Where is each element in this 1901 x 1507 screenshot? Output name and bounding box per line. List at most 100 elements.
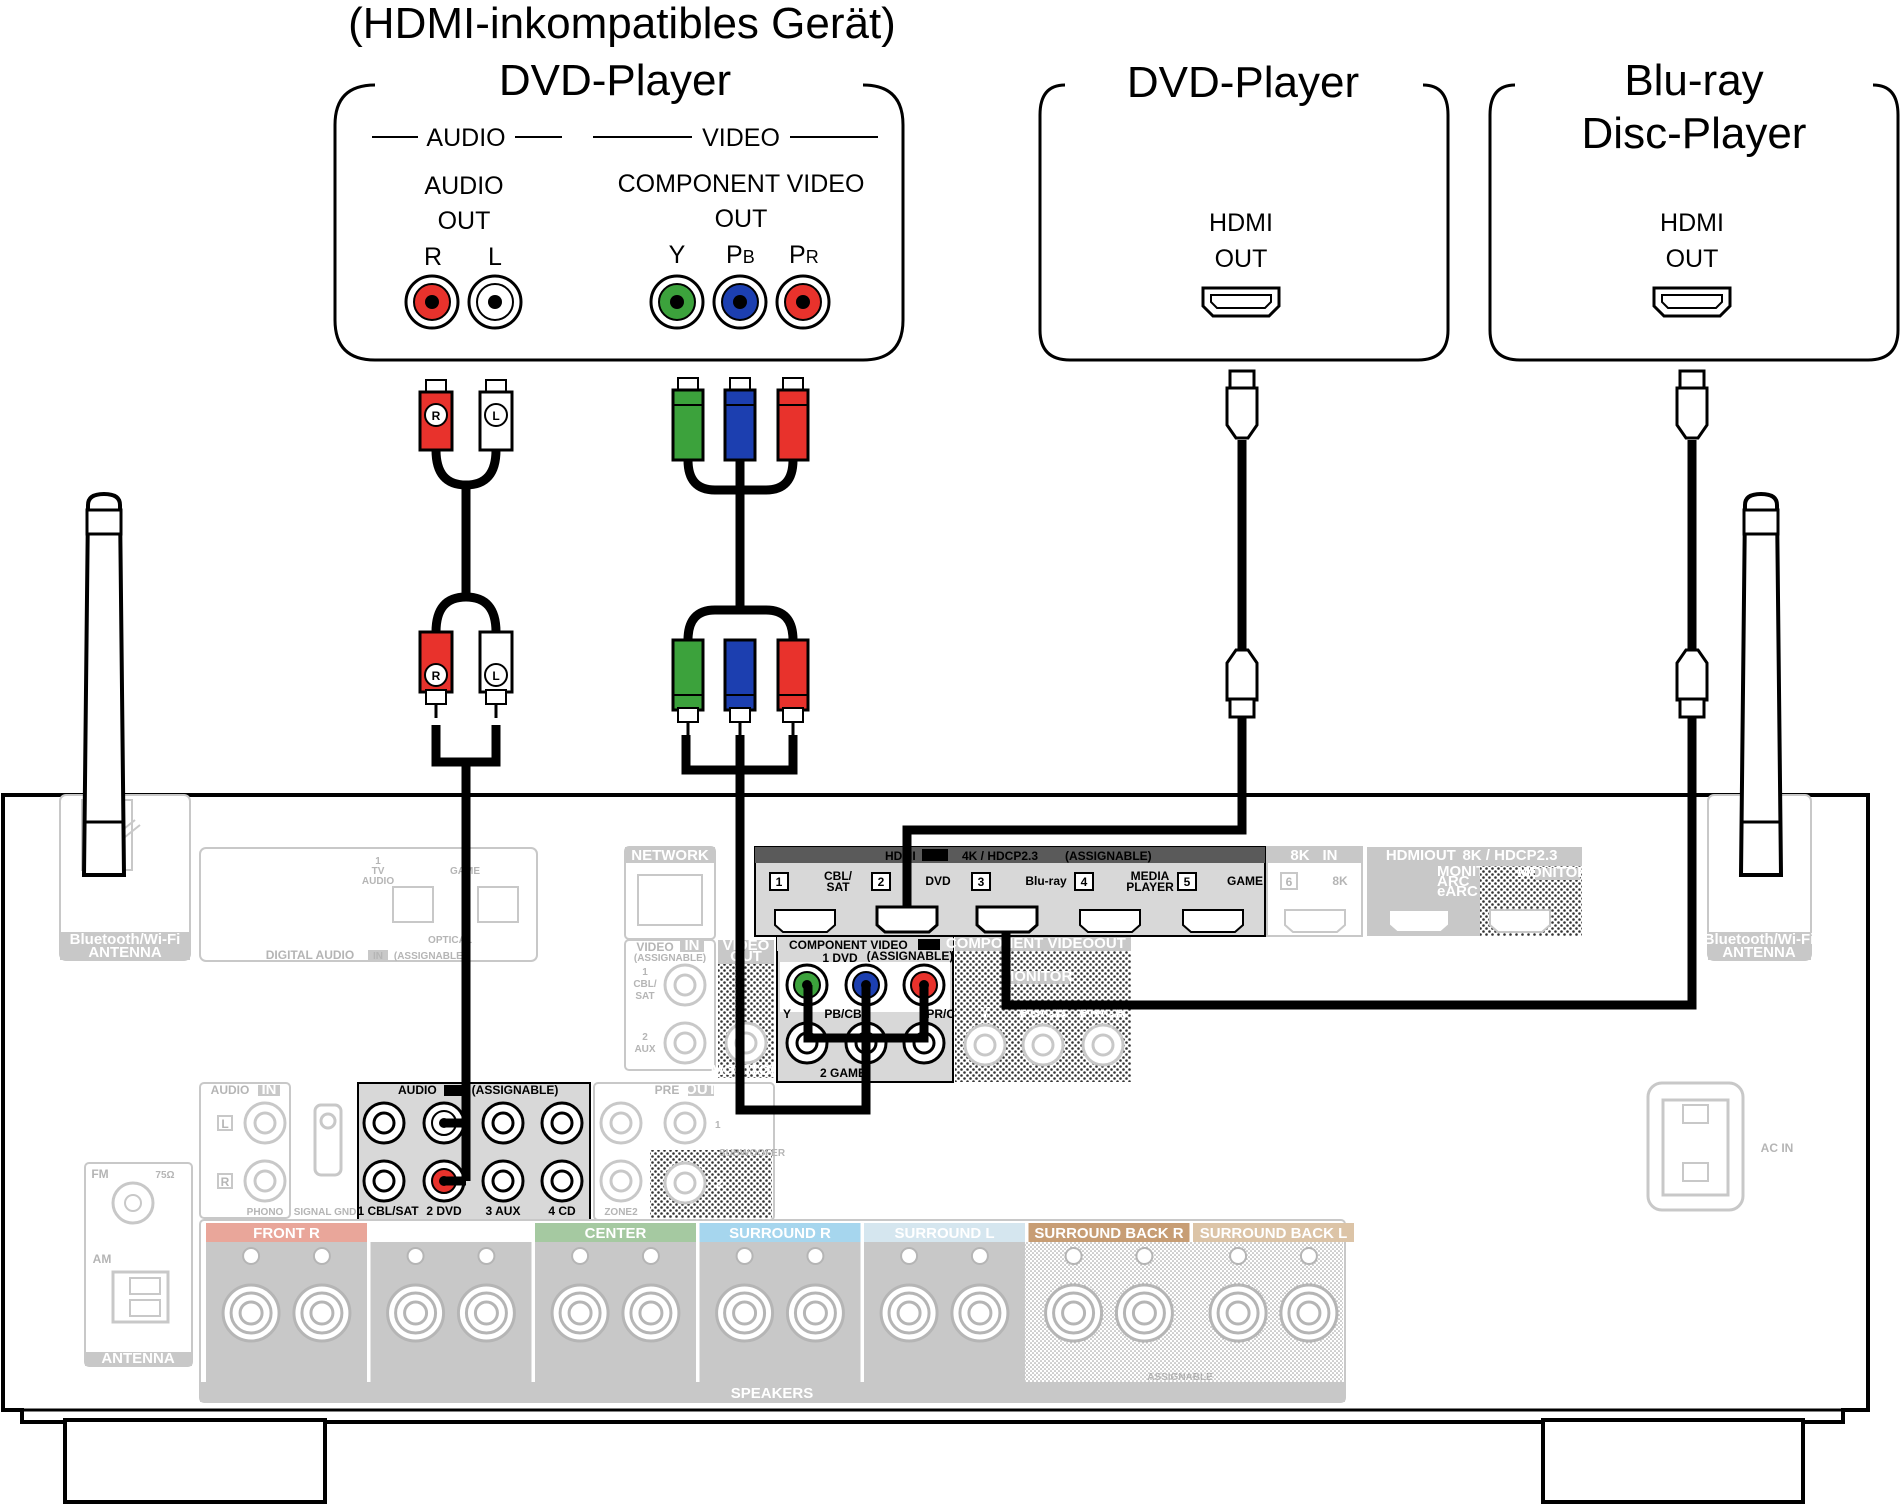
hdmi-in-1: 1 CBL/ SAT <box>769 869 853 933</box>
svg-text:Bluetooth/Wi-Fi: Bluetooth/Wi-Fi <box>70 931 181 948</box>
speaker-channel-6: SURROUND BACK L <box>1193 1223 1354 1343</box>
svg-text:L: L <box>221 1117 228 1131</box>
svg-text:PRE: PRE <box>655 1083 680 1097</box>
hdmi-port-icon <box>1652 286 1732 318</box>
speaker-terminal <box>802 1300 828 1326</box>
speaker-channel-label: FRONT R <box>253 1225 320 1242</box>
svg-text:(ASSIGNABLE): (ASSIGNABLE) <box>394 951 466 962</box>
svg-text:2 DVD: 2 DVD <box>426 1204 462 1218</box>
speaker-channel-label: FRONT L <box>419 1225 484 1242</box>
svg-text:2: 2 <box>878 875 885 889</box>
svg-text:OUT: OUT <box>1424 847 1456 864</box>
svg-text:1 CBL/SAT: 1 CBL/SAT <box>357 1204 419 1218</box>
minus-icon <box>806 1247 825 1265</box>
speaker-channel-label: SURROUND BACK L <box>1200 1225 1348 1242</box>
digital-audio-optical-section: DIGITAL AUDIO IN (ASSIGNABLE) 1 TV AUDIO… <box>199 847 538 962</box>
hdmi-out-label-2: OUT <box>1666 245 1719 273</box>
rca-plug-pb-top <box>723 377 757 462</box>
channel-l-label: L <box>488 243 502 271</box>
svg-text:ANTENNA: ANTENNA <box>1722 944 1795 961</box>
minus-icon <box>970 1247 989 1265</box>
speaker-terminal <box>1061 1300 1087 1326</box>
speaker-terminal <box>732 1300 758 1326</box>
antenna-left <box>81 491 127 877</box>
svg-text:IN: IN <box>373 951 383 962</box>
video-in: VIDEO IN (ASSIGNABLE) 1 CBL/ SAT 2 AUX V… <box>624 937 782 1079</box>
antenna-right <box>1738 491 1784 877</box>
svg-text:(ASSIGNABLE): (ASSIGNABLE) <box>634 953 706 964</box>
speaker-terminal <box>1131 1300 1157 1326</box>
dvd-player-hdmi-device: DVD-Player HDMI OUT <box>1038 58 1450 362</box>
svg-text:MONITOR2: MONITOR2 <box>1518 864 1597 881</box>
rca-jack-audio-l <box>467 274 523 330</box>
audio-cable <box>431 449 501 1186</box>
rca-plug-y-top <box>671 377 705 462</box>
svg-text:MONITOR: MONITOR <box>711 1062 782 1079</box>
svg-text:Blu-ray: Blu-ray <box>1025 874 1067 888</box>
svg-text:SAT: SAT <box>635 991 654 1002</box>
audio-phono-in: AUDIO IN L R PHONO SIGNAL GND <box>199 1081 356 1219</box>
hdmi-in-4: 4 MEDIA PLAYER <box>1074 869 1174 933</box>
minus-icon <box>1299 1247 1318 1265</box>
minus-icon <box>641 1247 660 1265</box>
svg-text:IN: IN <box>685 937 700 954</box>
rca-plug-pr-bottom <box>776 638 810 735</box>
speaker-channel-4: SURROUND L <box>864 1223 1025 1382</box>
dvd-player-component-device: (HDMI-inkompatibles Gerät) DVD-Player AU… <box>333 0 905 362</box>
speaker-terminal <box>238 1300 264 1326</box>
svg-text:TV: TV <box>372 866 385 877</box>
svg-text:PB/CB: PB/CB <box>824 1007 862 1021</box>
hdmi-out-label: HDMI <box>1660 209 1724 237</box>
svg-text:OUT: OUT <box>1094 935 1126 952</box>
rca-jack-audio-r <box>404 274 460 330</box>
plus-icon <box>406 1247 425 1265</box>
svg-text:ASSIGNABLE: ASSIGNABLE <box>1147 1372 1213 1383</box>
rca-plug-pb-bottom <box>723 638 757 735</box>
rca-jack-pr <box>775 274 831 330</box>
svg-text:4K / HDCP2.3: 4K / HDCP2.3 <box>962 849 1038 863</box>
svg-text:OUT: OUT <box>685 1081 717 1098</box>
svg-text:MONITOR: MONITOR <box>1002 968 1073 985</box>
pre-out: PRE OUT ZONE2 1 SUBWOOFER 2 <box>593 1081 786 1221</box>
speaker-channel-header <box>864 1223 1025 1242</box>
svg-text:IN: IN <box>262 1081 277 1098</box>
svg-text:MEDIA: MEDIA <box>1131 869 1170 883</box>
svg-text:PHONO: PHONO <box>247 1207 284 1218</box>
svg-text:L: L <box>492 409 499 423</box>
speaker-channel-label: CENTER <box>585 1225 647 1242</box>
svg-text:75Ω: 75Ω <box>155 1170 174 1181</box>
svg-text:6: 6 <box>1286 875 1293 889</box>
svg-text:COMPONENT VIDEO: COMPONENT VIDEO <box>789 938 908 952</box>
svg-text:GAME: GAME <box>1227 874 1263 888</box>
svg-text:CBL/: CBL/ <box>824 869 853 883</box>
speaker-channel-5: SURROUND BACK R <box>1028 1223 1190 1343</box>
svg-text:5: 5 <box>1184 875 1191 889</box>
hdmi-out-label-2: OUT <box>1215 245 1268 273</box>
svg-text:IN: IN <box>1323 847 1338 864</box>
speaker-terminal <box>567 1300 593 1326</box>
svg-text:Y: Y <box>980 1004 990 1021</box>
network-port: NETWORK <box>624 846 716 940</box>
audio-out-label: AUDIO <box>424 172 503 200</box>
plus-icon <box>900 1247 919 1265</box>
speaker-channel-header <box>1028 1223 1190 1242</box>
svg-text:1: 1 <box>642 967 648 978</box>
device-title-2: Disc-Player <box>1582 109 1807 158</box>
svg-text:AM: AM <box>93 1252 112 1266</box>
svg-text:DIGITAL AUDIO: DIGITAL AUDIO <box>266 948 354 962</box>
svg-text:2: 2 <box>715 1175 723 1192</box>
svg-text:(ASSIGNABLE): (ASSIGNABLE) <box>472 1083 559 1097</box>
minus-icon <box>477 1247 496 1265</box>
channel-pb-label: PB <box>726 241 755 269</box>
speaker-channel-label: SURROUND R <box>729 1225 831 1242</box>
speaker-terminal <box>1225 1300 1251 1326</box>
hdmi-plug-bluray-inserted <box>975 905 1039 934</box>
svg-text:VIDEO: VIDEO <box>636 940 673 954</box>
svg-text:8K / HDCP2.3: 8K / HDCP2.3 <box>1462 847 1557 864</box>
rca-plug-audio-r-top: R <box>418 379 454 452</box>
svg-text:R: R <box>221 1175 230 1189</box>
svg-text:8K: 8K <box>1290 847 1309 864</box>
rca-plug-audio-l-bottom: L <box>478 630 514 718</box>
hdmi-port-icon <box>1201 286 1281 318</box>
